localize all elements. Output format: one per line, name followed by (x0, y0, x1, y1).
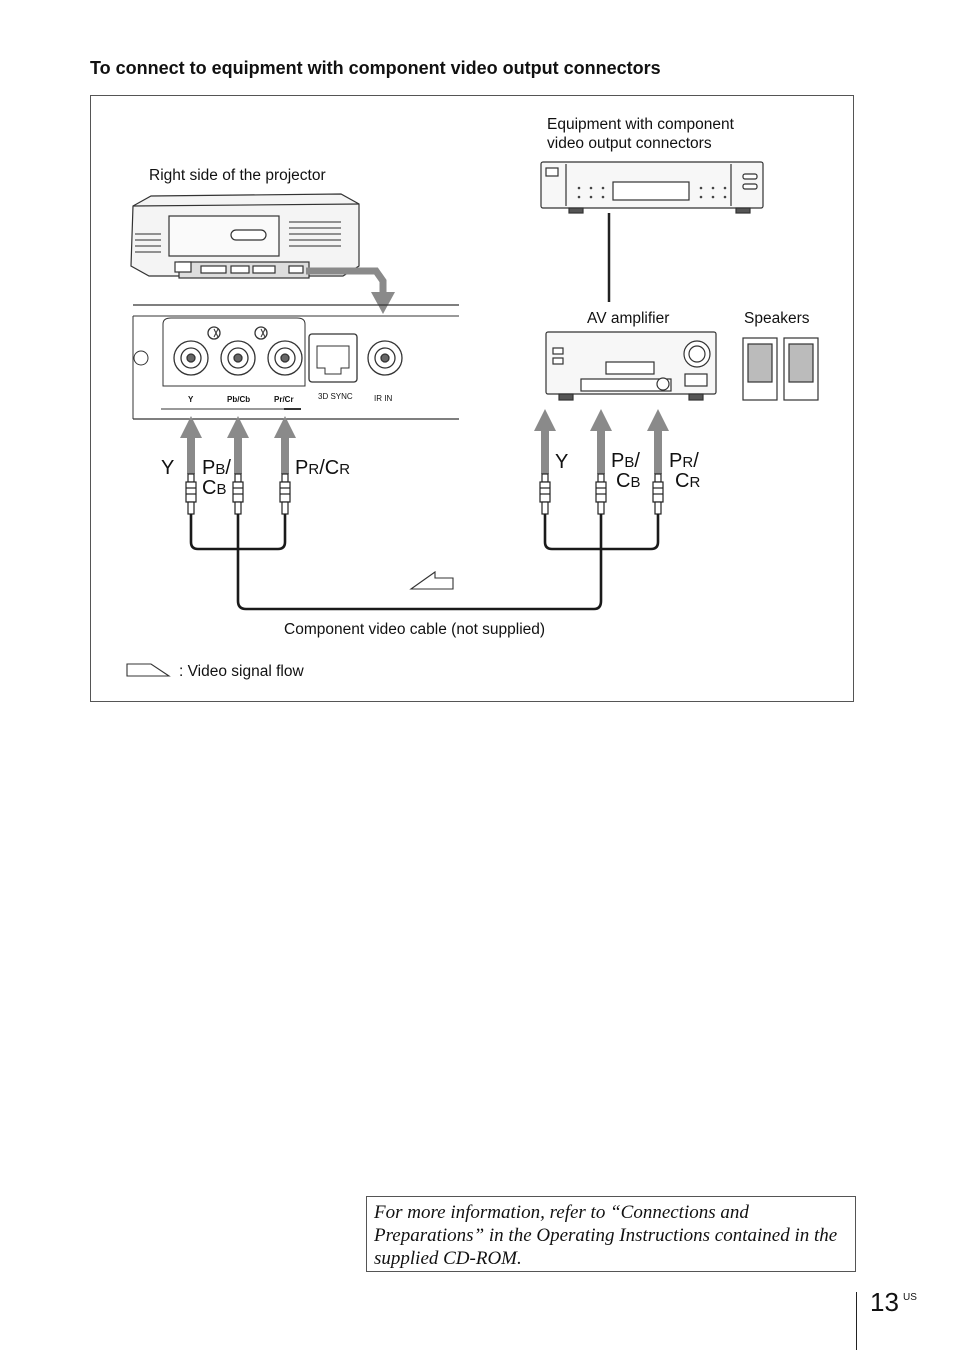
port-label-y: Y (188, 395, 194, 404)
port-label-3d-sync: 3D SYNC (318, 392, 353, 401)
section-heading: To connect to equipment with component v… (90, 58, 661, 78)
port-label-pb: Pb/Cb (227, 395, 251, 404)
connection-diagram: Y Pb/Cb Pr/Cr 3D SYNC IR IN Right side o… (90, 95, 854, 702)
legend-label: : Video signal flow (179, 663, 304, 680)
pin-label-right-pr: PR/ (669, 450, 699, 472)
pin-label-right-cr: CR (675, 470, 701, 492)
port-label-ir-in: IR IN (374, 394, 393, 403)
speakers-label: Speakers (744, 310, 810, 327)
av-amplifier-label: AV amplifier (587, 310, 670, 327)
projector-panel (132, 304, 459, 420)
rca-plugs (185, 473, 664, 515)
port-label-pr: Pr/Cr (274, 395, 294, 404)
signal-flow-arrow (409, 570, 454, 590)
pin-label-left-y: Y (161, 457, 175, 479)
zoom-arrow (306, 267, 387, 296)
amplifier-illustration (545, 331, 717, 401)
page-number-divider (856, 1292, 857, 1350)
equipment-label-line1: Equipment with component (547, 116, 734, 133)
pin-label-right-pb: PB/ (611, 450, 640, 472)
signal-arrows (180, 409, 669, 474)
more-info-note: For more information, refer to “Connecti… (366, 1196, 856, 1272)
cable-label: Component video cable (not supplied) (284, 621, 546, 638)
component-cable (189, 514, 660, 611)
pin-label-right-y: Y (555, 451, 569, 473)
pin-label-left-cb: CB (202, 477, 227, 499)
speakers-illustration (742, 337, 819, 401)
pin-label-left-pr-cr: PR/CR (295, 457, 351, 479)
page-number-suffix: US (903, 1292, 917, 1303)
pin-label-left-pb: PB/ (202, 457, 231, 479)
pin-label-right-cb: CB (616, 470, 641, 492)
equipment-illustration (540, 161, 764, 214)
legend-arrow-icon (126, 663, 171, 677)
projector-side-label: Right side of the projector (149, 167, 326, 184)
equipment-label-line2: video output connectors (547, 135, 712, 152)
page-number: 13 (870, 1287, 899, 1317)
diagram-graphics (126, 161, 819, 677)
projector-illustration (130, 193, 360, 279)
